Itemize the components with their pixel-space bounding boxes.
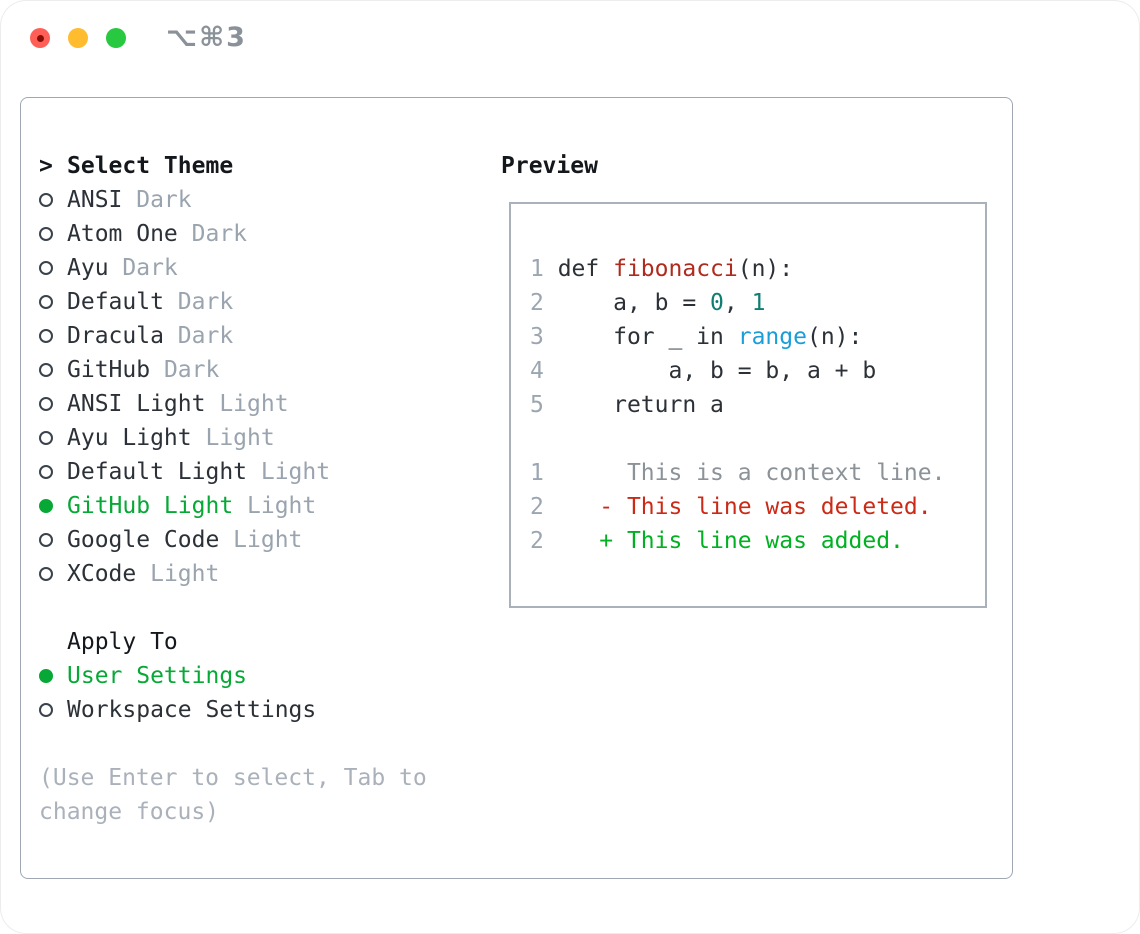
keyboard-hint-line-1: (Use Enter to select, Tab to — [39, 765, 427, 791]
theme-tag: Dark — [163, 357, 220, 383]
radio-icon — [39, 329, 53, 343]
spacer — [39, 591, 427, 625]
radio-selected-icon — [39, 669, 53, 683]
theme-tag: Dark — [122, 255, 178, 281]
line-number: 5 — [530, 392, 544, 418]
line-number: 2 — [530, 290, 544, 316]
diff-added-line: 2 + This line was added. — [530, 528, 904, 554]
radio-icon — [39, 193, 53, 207]
apply-to-header: Apply To — [39, 625, 427, 659]
code-line: 3 for _ in range(n): — [530, 324, 863, 350]
radio-icon — [39, 227, 53, 241]
theme-tag: Light — [260, 459, 331, 485]
number-literal: 1 — [751, 290, 766, 316]
theme-tag: Dark — [177, 289, 234, 315]
line-number: 1 — [530, 256, 544, 282]
function-name: fibonacci — [613, 256, 738, 282]
close-button[interactable] — [30, 28, 50, 48]
preview-pane: 1 def fibonacci(n): 2 a, b = 0, 1 3 for … — [509, 202, 987, 608]
code-line: 2 a, b = 0, 1 — [530, 290, 766, 316]
theme-tag: Dark — [136, 187, 192, 213]
title-bar: ⌥⌘3 — [0, 0, 1140, 76]
spacer — [39, 727, 427, 761]
line-number: 3 — [530, 324, 544, 350]
theme-tag: Light — [219, 391, 289, 417]
radio-icon — [39, 431, 53, 445]
code-line: 4 a, b = b, a + b — [530, 358, 877, 384]
blank-code-line — [530, 422, 985, 456]
select-theme-title: Select Theme — [67, 153, 234, 179]
number-literal: 0 — [710, 290, 724, 316]
maximize-button[interactable] — [106, 28, 126, 48]
radio-icon — [39, 703, 53, 717]
builtin-function: range — [737, 324, 807, 350]
line-number: 2 — [530, 494, 544, 520]
minimize-button[interactable] — [68, 28, 88, 48]
line-number: 4 — [530, 358, 544, 384]
theme-tag: Light — [233, 527, 303, 553]
radio-icon — [39, 295, 53, 309]
radio-icon — [39, 465, 53, 479]
theme-tag: Light — [150, 561, 220, 587]
radio-icon — [39, 567, 53, 581]
code-line: 5 return a — [530, 392, 724, 418]
apply-option-workspace-settings[interactable]: Workspace Settings — [39, 693, 427, 727]
keyboard-hint-line-2: change focus) — [39, 799, 220, 825]
radio-selected-icon — [39, 499, 53, 513]
diff-context-line: 1 This is a context line. — [530, 460, 946, 486]
close-dot-icon — [37, 35, 44, 42]
code-line: 1 def fibonacci(n): — [530, 256, 794, 282]
prompt-icon: > — [39, 153, 53, 179]
theme-tag: Light — [205, 425, 275, 451]
theme-tag: Dark — [177, 323, 234, 349]
radio-icon — [39, 261, 53, 275]
preview-title: Preview — [501, 153, 598, 179]
radio-icon — [39, 533, 53, 547]
theme-tag: Dark — [191, 221, 248, 247]
apply-to-title: Apply To — [67, 629, 178, 655]
line-number: 1 — [530, 460, 544, 486]
line-number: 2 — [530, 528, 544, 554]
select-theme-header: > Select Theme — [39, 149, 427, 183]
apply-option-user-settings[interactable]: User Settings — [39, 659, 427, 693]
theme-tag: Light — [247, 493, 317, 519]
radio-icon — [39, 397, 53, 411]
diff-deleted-line: 2 - This line was deleted. — [530, 494, 932, 520]
radio-icon — [39, 363, 53, 377]
window-title: ⌥⌘3 — [166, 22, 247, 53]
